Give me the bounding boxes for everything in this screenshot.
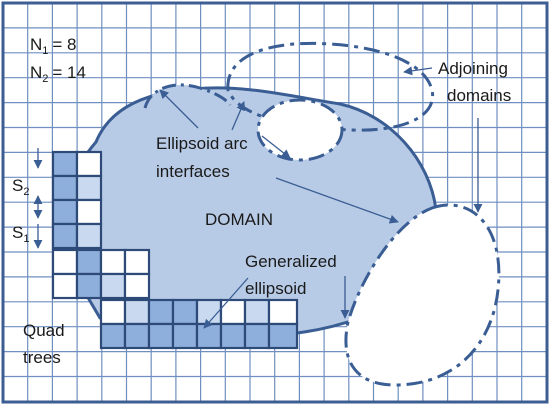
quad-tree-cell xyxy=(75,198,103,226)
adjoining-label-line1: Adjoining xyxy=(438,59,508,78)
quad-tree-cell xyxy=(243,322,271,350)
quad-tree-cell xyxy=(171,298,199,326)
quad-tree-cell xyxy=(219,298,247,326)
adjoining-domain-inner xyxy=(256,98,344,162)
quad-tree-cell xyxy=(51,174,79,202)
n2-label: N2= 14 xyxy=(30,63,86,85)
quad-tree-cell xyxy=(75,272,103,300)
adjoining-label-line2: domains xyxy=(447,86,511,105)
quad-tree-cell xyxy=(123,272,151,300)
quad-tree-cells xyxy=(51,150,299,350)
interfaces-label-line1: Ellipsoid arc xyxy=(156,134,248,153)
quad-tree-cell xyxy=(243,298,271,326)
quad-tree-cell xyxy=(171,322,199,350)
quad-tree-cell xyxy=(195,322,223,350)
quad-tree-cell xyxy=(75,222,103,250)
quad-tree-cell xyxy=(147,298,175,326)
quad-tree-cell xyxy=(51,150,79,178)
arrow-interface-3 xyxy=(261,135,291,159)
quad-tree-cell xyxy=(99,248,127,276)
quad-tree-cell xyxy=(267,322,299,350)
quad-tree-cell xyxy=(51,222,79,250)
quad-tree-cell xyxy=(51,272,79,300)
quad-tree-cell xyxy=(147,322,175,350)
arrow-interface-2 xyxy=(231,101,245,131)
quad-tree-cell xyxy=(75,248,103,276)
generalized-label-line2: ellipsoid xyxy=(245,279,306,298)
annotation-arrows xyxy=(33,66,483,329)
arrow-generalized-1 xyxy=(203,277,249,329)
arrow-adjoining-top xyxy=(403,66,433,76)
adjoining-domain-right xyxy=(344,203,501,387)
interfaces-label-line2: interfaces xyxy=(156,162,230,181)
quad-tree-cell xyxy=(123,298,151,326)
quad-tree-cell xyxy=(51,198,79,226)
quad-tree-cell xyxy=(123,248,151,276)
quad-label-line2: trees xyxy=(23,348,61,367)
quad-tree-cell xyxy=(267,298,299,326)
s2-label: S2 xyxy=(12,176,29,198)
quad-tree-cell xyxy=(99,322,127,350)
generalized-label-line1: Generalized xyxy=(245,252,337,271)
quad-tree-cell xyxy=(99,298,127,326)
quad-tree-cell xyxy=(219,322,247,350)
arrow-interface-1 xyxy=(159,89,199,129)
quad-tree-cell xyxy=(51,248,79,276)
quad-tree-cell xyxy=(75,150,103,178)
arrow-interface-4 xyxy=(275,177,399,224)
quad-tree-cell xyxy=(75,174,103,202)
quad-tree-cell xyxy=(99,272,127,300)
n1-label: N1= 8 xyxy=(30,35,77,57)
quad-label-line1: Quad xyxy=(23,321,65,340)
s1-label: S1 xyxy=(12,223,29,245)
quad-tree-cell xyxy=(123,322,151,350)
domain-label: DOMAIN xyxy=(205,210,273,229)
